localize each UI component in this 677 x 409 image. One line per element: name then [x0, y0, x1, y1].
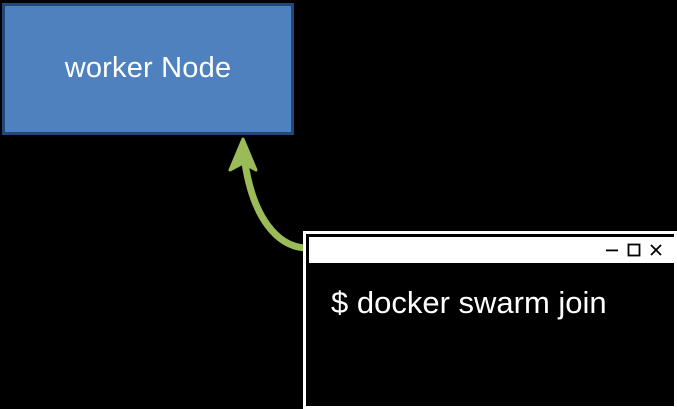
terminal-titlebar[interactable]	[309, 237, 674, 263]
close-icon[interactable]	[645, 239, 667, 261]
terminal-body[interactable]: $ docker swarm join	[309, 263, 671, 406]
worker-node-label: worker Node	[64, 52, 232, 85]
terminal-command-line: $ docker swarm join	[331, 285, 607, 320]
maximize-icon[interactable]	[623, 239, 645, 261]
minimize-icon[interactable]	[601, 239, 623, 261]
terminal-window[interactable]: $ docker swarm join	[303, 231, 677, 409]
worker-node-box[interactable]: worker Node	[2, 3, 294, 135]
